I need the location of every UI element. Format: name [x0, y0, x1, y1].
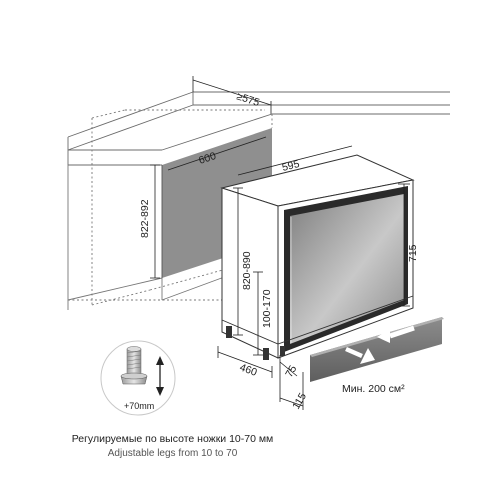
countertop: [67, 91, 450, 166]
hidden-outline: [68, 109, 273, 306]
dim-grille-depth: 115: [290, 391, 309, 412]
wine-cooler: [220, 154, 415, 360]
caption-english: Adjustable legs from 10 to 70: [107, 448, 238, 459]
dim-niche-depth: ≥575: [235, 90, 261, 109]
dim-niche-width: 600: [197, 150, 218, 167]
dim-unit-width: 595: [281, 158, 301, 174]
leg-adjust-label: +70mm: [124, 401, 154, 411]
dim-door-offset: 75: [283, 363, 299, 379]
ventilation-label: Мин. 200 см²: [342, 383, 405, 395]
leg-detail: [100, 340, 176, 416]
caption-russian: Регулируемые по высоте ножки 10-70 мм: [71, 433, 274, 445]
dim-niche-height: 822-892: [139, 199, 151, 238]
dim-leg-height: 100-170: [261, 289, 273, 328]
ventilation-grille: [310, 317, 444, 382]
dim-unit-height: 820-890: [241, 251, 253, 290]
dim-unit-depth: 460: [238, 362, 259, 379]
dimension-lines: [150, 76, 410, 410]
dim-door-height: 715: [407, 244, 419, 262]
